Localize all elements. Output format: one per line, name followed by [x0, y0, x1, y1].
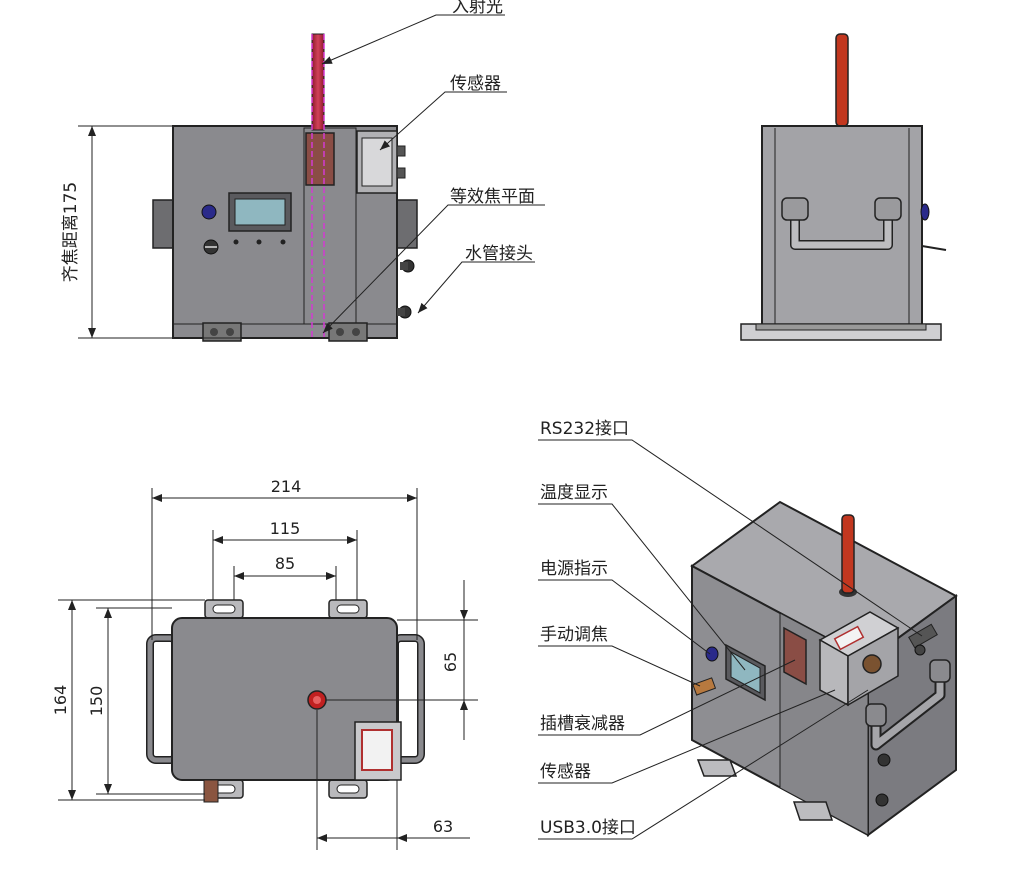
- top-view: 214 115 85 164 150 65 63: [51, 477, 478, 850]
- water-connector-label: 水管接头: [465, 244, 533, 264]
- dim-63: 63: [433, 817, 453, 836]
- front-view: 齐焦距离175 入射光 传感器 等效焦平面 水管接头: [61, 0, 545, 342]
- power-indicator-icon: [201, 204, 217, 220]
- dim-85: 85: [275, 554, 295, 573]
- manual-focus-label: 手动调焦: [540, 625, 608, 645]
- beam-tube: [835, 33, 849, 127]
- side-body: [761, 125, 923, 327]
- power-label: 电源指示: [540, 559, 608, 579]
- top-body: [171, 617, 398, 781]
- isometric-view: RS232接口 温度显示 电源指示 手动调焦 插槽衰减器 传感器 USB3.0接…: [538, 419, 958, 840]
- usb-label: USB3.0接口: [540, 818, 636, 838]
- incident-light-label: 入射光: [452, 0, 503, 17]
- temperature-label: 温度显示: [540, 483, 608, 503]
- dim-115: 115: [270, 519, 301, 538]
- dim-150: 150: [87, 686, 106, 717]
- equiv-focal-plane-label: 等效焦平面: [450, 187, 535, 207]
- focus-distance-label: 齐焦距离175: [61, 182, 81, 282]
- sensor-label: 传感器: [450, 74, 501, 94]
- side-view: [740, 33, 947, 341]
- dim-214: 214: [271, 477, 302, 496]
- incident-beam: [311, 33, 325, 131]
- dim-164: 164: [51, 685, 70, 716]
- dim-65: 65: [441, 652, 460, 672]
- rs232-label: RS232接口: [540, 419, 629, 439]
- sensor2-label: 传感器: [540, 762, 591, 782]
- slot-attenuator-label: 插槽衰减器: [540, 714, 625, 734]
